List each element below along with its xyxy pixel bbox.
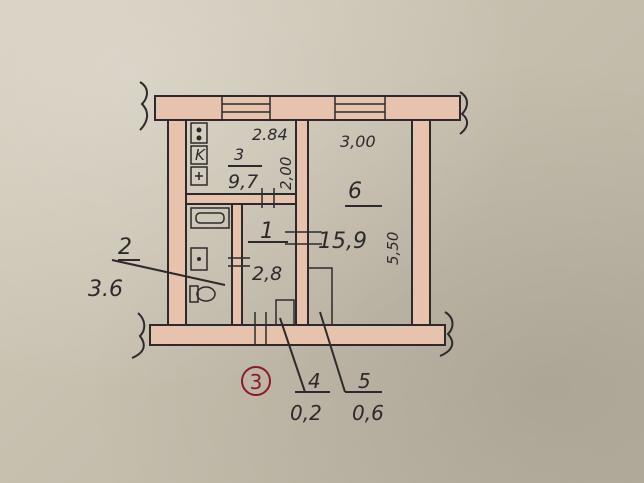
room-width-label: 3,00 <box>340 132 376 151</box>
break-mark-bottom-right <box>439 311 454 357</box>
top-wall <box>154 95 461 121</box>
apartment-number-circle <box>241 366 271 396</box>
room2-area: 3.6 <box>88 277 123 302</box>
door-marks <box>228 188 322 345</box>
room5-area: 0,6 <box>352 401 384 425</box>
right-wall <box>411 119 431 326</box>
room3-number: 3 <box>234 145 244 164</box>
room-depth-label: 5,50 <box>384 232 402 265</box>
closet-5 <box>307 267 333 326</box>
kitchen-width-label: 2.84 <box>252 125 288 144</box>
left-wall <box>167 119 187 326</box>
room2-number: 2 <box>118 235 132 260</box>
apartment-number: 3 <box>250 370 263 394</box>
room3-area: 9,7 <box>228 171 258 193</box>
room5-number: 5 <box>358 369 371 393</box>
bathroom-partition <box>231 203 243 326</box>
room4-area: 0,2 <box>290 401 322 425</box>
toilet-icon <box>189 285 216 303</box>
break-mark-top-right <box>459 91 468 135</box>
stove-icon <box>190 122 208 144</box>
partition-wall <box>295 119 309 326</box>
room4-number: 4 <box>308 369 321 393</box>
bottom-wall <box>149 324 446 346</box>
room4-leader <box>279 317 306 393</box>
kitchen-depth-label: 2,00 <box>277 157 295 190</box>
sink-icon <box>190 247 208 271</box>
closet-4 <box>275 299 295 326</box>
break-mark-bottom-left <box>131 312 146 359</box>
room6-area: 15,9 <box>318 229 367 254</box>
kitchen-sink-icon <box>190 145 208 165</box>
kitchen-label: K <box>195 146 206 164</box>
room1-number: 1 <box>260 219 274 244</box>
break-mark-top-left <box>139 81 148 131</box>
room2-leader <box>111 259 226 286</box>
kitchen-partition <box>185 193 297 205</box>
window-right <box>334 96 386 120</box>
window-left <box>221 96 271 120</box>
room5-leader <box>319 311 346 393</box>
room6-number: 6 <box>348 179 362 204</box>
kitchen-cabinet-icon <box>190 166 208 186</box>
bathtub-icon <box>190 207 230 229</box>
room1-area: 2,8 <box>252 263 282 285</box>
